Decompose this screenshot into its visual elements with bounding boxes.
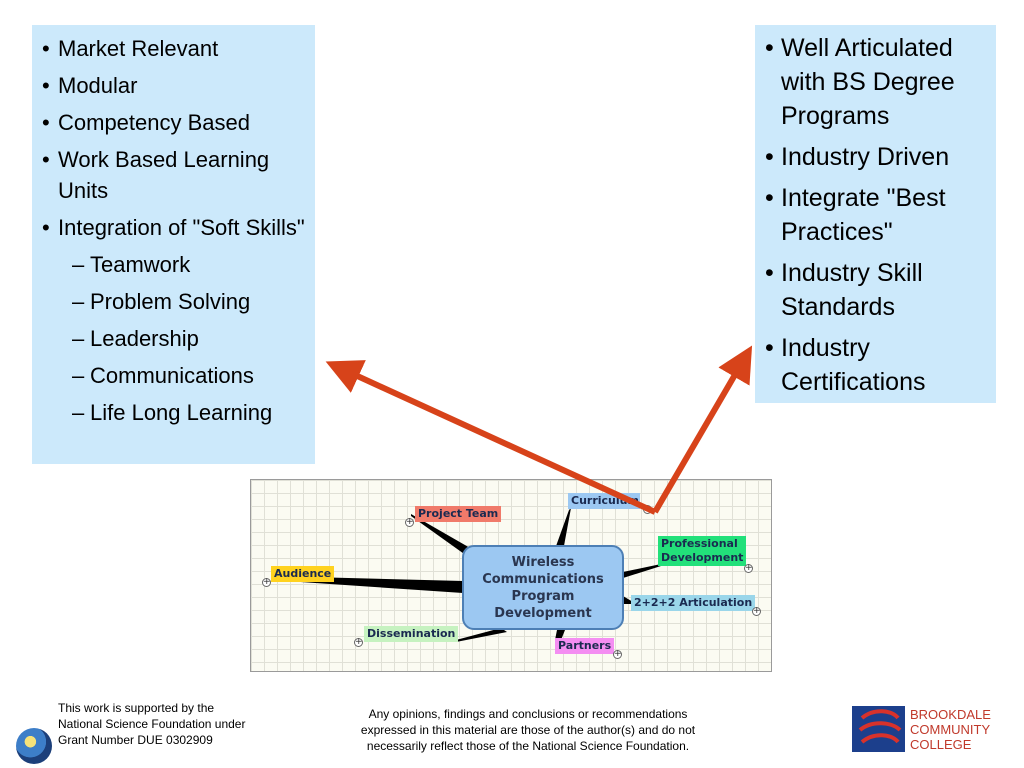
college-logo-icon xyxy=(852,706,905,752)
mind-map: Wireless Communications Program Developm… xyxy=(250,479,772,672)
bullet-label: Work Based Learning Units xyxy=(58,147,270,203)
sub-list-item: Leadership xyxy=(58,323,309,354)
center-line: Wireless xyxy=(511,554,575,570)
node-professional-development[interactable]: Professional Development xyxy=(658,536,747,566)
funding-line: This work is supported by the xyxy=(58,701,215,715)
college-name: COMMUNITY xyxy=(910,722,991,737)
node-label: Project Team xyxy=(418,507,499,520)
list-item: Work Based Learning Units xyxy=(42,144,309,206)
disclaimer-line: expressed in this material are those of … xyxy=(360,723,696,737)
expand-icon[interactable]: + xyxy=(744,563,753,573)
disclaimer: Any opinions, findings and conclusions o… xyxy=(318,706,738,754)
left-bullet-list: Market Relevant Modular Competency Based… xyxy=(42,33,309,428)
expand-icon[interactable]: + xyxy=(354,637,363,647)
sub-list-item: Communications xyxy=(58,360,309,391)
logo-mark-graphic xyxy=(858,709,902,744)
node-label: Dissemination xyxy=(367,627,456,640)
left-feature-box: Market Relevant Modular Competency Based… xyxy=(32,25,315,464)
bullet-label: Competency Based xyxy=(58,110,250,135)
right-feature-box: Well Articulated with BS Degree Programs… xyxy=(755,25,996,403)
node-curriculum[interactable]: Curriculum xyxy=(568,493,640,509)
node-label: Development xyxy=(661,551,744,564)
node-project-team[interactable]: Project Team xyxy=(415,506,502,522)
expand-icon[interactable]: + xyxy=(405,517,414,527)
list-item: Market Relevant xyxy=(42,33,309,64)
center-line: Development xyxy=(494,605,592,621)
funding-note: This work is supported by the National S… xyxy=(58,700,288,748)
soft-skills-sublist: Teamwork Problem Solving Leadership Comm… xyxy=(58,249,309,428)
sub-item-label: Teamwork xyxy=(90,252,191,277)
college-name: BROOKDALE xyxy=(910,707,991,722)
sub-item-label: Leadership xyxy=(90,326,199,351)
sub-item-label: Communications xyxy=(90,363,254,388)
branch-dissemination xyxy=(456,628,507,642)
expand-icon[interactable]: + xyxy=(752,606,761,616)
branch-professional xyxy=(623,564,661,578)
disclaimer-line: necessarily reflect those of the Nationa… xyxy=(366,739,690,753)
node-dissemination[interactable]: Dissemination xyxy=(364,626,459,642)
list-item: Industry Skill Standards xyxy=(765,256,990,324)
node-label: Professional xyxy=(661,537,738,550)
list-item: Integrate "Best Practices" xyxy=(765,181,990,249)
bullet-label: Integration of "Soft Skills" xyxy=(58,215,305,240)
node-label: Audience xyxy=(274,567,332,580)
list-item: Competency Based xyxy=(42,107,309,138)
list-item: Modular xyxy=(42,70,309,101)
bullet-label: Well Articulated with BS Degree Programs xyxy=(781,34,955,130)
bullet-label: Integrate "Best Practices" xyxy=(781,184,946,246)
list-item: Well Articulated with BS Degree Programs xyxy=(765,31,990,133)
sub-list-item: Life Long Learning xyxy=(58,397,309,428)
node-label: Curriculum xyxy=(571,494,639,507)
nsf-globe-icon xyxy=(16,728,52,764)
sub-list-item: Problem Solving xyxy=(58,286,309,317)
node-label: 2+2+2 Articulation xyxy=(634,596,753,609)
bullet-label: Market Relevant xyxy=(58,36,219,61)
funding-line: National Science Foundation under xyxy=(58,717,246,731)
expand-icon[interactable]: + xyxy=(643,504,652,514)
branch-articulation xyxy=(623,596,633,604)
list-item: Industry Driven xyxy=(765,140,990,174)
bullet-label: Industry Driven xyxy=(781,143,950,171)
node-audience[interactable]: Audience xyxy=(271,566,335,582)
sub-item-label: Life Long Learning xyxy=(90,400,273,425)
node-partners[interactable]: Partners xyxy=(555,638,615,654)
branch-partners xyxy=(555,630,565,640)
funding-line: Grant Number DUE 0302909 xyxy=(58,733,213,747)
disclaimer-line: Any opinions, findings and conclusions o… xyxy=(368,707,688,721)
node-label: Partners xyxy=(558,639,612,652)
expand-icon[interactable]: + xyxy=(613,649,622,659)
bullet-label: Industry Skill Standards xyxy=(781,259,923,321)
bullet-label: Modular xyxy=(58,73,138,98)
center-node: Wireless Communications Program Developm… xyxy=(462,545,624,630)
center-line: Communications xyxy=(482,571,604,587)
list-item: Integration of "Soft Skills" Teamwork Pr… xyxy=(42,212,309,428)
node-articulation[interactable]: 2+2+2 Articulation xyxy=(631,595,756,611)
list-item: Industry Certifications xyxy=(765,331,990,399)
center-line: Program xyxy=(511,588,575,604)
right-bullet-list: Well Articulated with BS Degree Programs… xyxy=(765,31,990,399)
bullet-label: Industry Certifications xyxy=(781,334,926,396)
college-name: COLLEGE xyxy=(910,737,972,752)
sub-item-label: Problem Solving xyxy=(90,289,251,314)
sub-list-item: Teamwork xyxy=(58,249,309,280)
expand-icon[interactable]: + xyxy=(262,577,271,587)
